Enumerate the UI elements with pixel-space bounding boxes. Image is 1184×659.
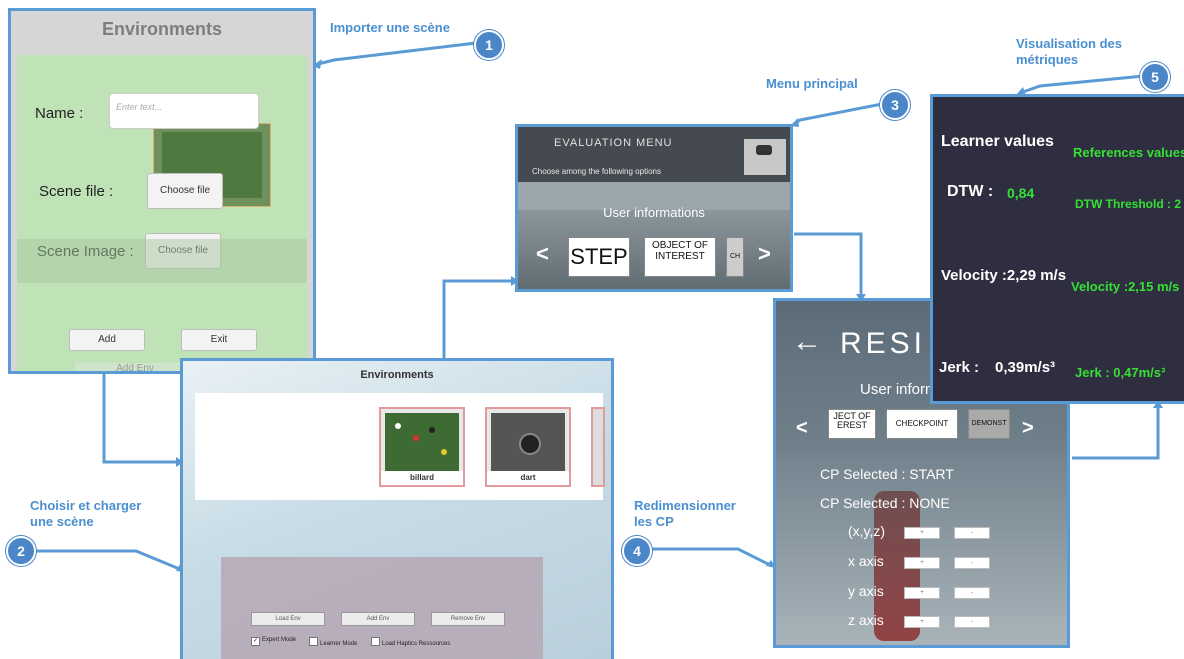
jerk-reference: Jerk : 0,47m/s³ bbox=[1075, 365, 1166, 380]
cp-selected-none: CP Selected : NONE bbox=[820, 495, 950, 511]
resize-next-arrow[interactable]: > bbox=[1022, 417, 1034, 439]
import-form: Name : Enter text... Scene file : Choose… bbox=[17, 55, 307, 371]
menu-backdrop bbox=[518, 182, 790, 210]
resize-tile-checkpoint[interactable]: CHECKPOINT bbox=[886, 409, 958, 439]
z-axis-minus-button[interactable]: - bbox=[954, 616, 990, 628]
callout-5-badge: 5 bbox=[1140, 62, 1170, 92]
callout-4-label-line2: les CP bbox=[634, 514, 674, 529]
metrics-panel: Learner values References values DTW : 0… bbox=[930, 94, 1184, 404]
velocity-reference: Velocity :2,15 m/s bbox=[1071, 279, 1180, 294]
choose-scene-file-button[interactable]: Choose file bbox=[147, 173, 223, 209]
user-informations-label: User inform bbox=[860, 381, 938, 398]
jerk-learner-label: Jerk : bbox=[939, 359, 980, 376]
dtw-value: 0,84 bbox=[1007, 185, 1035, 201]
add-env-button[interactable]: Add Env bbox=[75, 363, 195, 371]
callout-3-label: Menu principal bbox=[766, 76, 858, 91]
evaluation-menu-subtitle: Choose among the following options bbox=[532, 167, 661, 176]
controls-box bbox=[221, 557, 543, 659]
menu-tile-object-of-interest[interactable]: OBJECT OF INTEREST bbox=[644, 237, 716, 277]
callout-2-label-line2: une scène bbox=[30, 514, 94, 529]
x-axis-plus-button[interactable]: + bbox=[904, 557, 940, 569]
learner-values-header: Learner values bbox=[941, 133, 1054, 150]
remove-env-button[interactable]: Remove Env bbox=[431, 612, 505, 626]
menu-tile-partial[interactable]: CH bbox=[726, 237, 744, 277]
dtw-threshold: DTW Threshold : 2 bbox=[1075, 197, 1181, 211]
ball-icon bbox=[395, 423, 401, 429]
velocity-learner: Velocity :2,29 m/s bbox=[941, 267, 1067, 284]
expert-mode-checkbox[interactable]: ✓Expert Mode bbox=[251, 637, 297, 646]
y-axis-row-label: y axis bbox=[848, 583, 884, 599]
resize-prev-arrow[interactable]: < bbox=[796, 417, 808, 439]
name-input[interactable]: Enter text... bbox=[109, 93, 259, 129]
callout-2-badge: 2 bbox=[6, 536, 36, 566]
menu-prev-arrow[interactable]: < bbox=[536, 241, 549, 266]
import-scene-panel: Environments Name : Enter text... Scene … bbox=[8, 8, 316, 374]
environment-carousel: billard dart bbox=[195, 393, 605, 500]
expert-mode-label: Expert Mode bbox=[262, 637, 297, 643]
callout-4-badge: 4 bbox=[622, 536, 652, 566]
z-axis-row-label: z axis bbox=[848, 612, 884, 628]
callout-2-label-line1: Choisir et charger bbox=[30, 498, 142, 513]
environment-card-label: dart bbox=[487, 471, 569, 485]
callout-5-label-line2: métriques bbox=[1016, 52, 1079, 67]
form-overlay-band bbox=[17, 239, 307, 283]
dart-image bbox=[491, 413, 565, 471]
y-axis-minus-button[interactable]: - bbox=[954, 587, 990, 599]
ball-icon bbox=[413, 435, 419, 441]
environment-card-billard[interactable]: billard bbox=[379, 407, 465, 487]
load-env-button[interactable]: Load Env bbox=[251, 612, 325, 626]
name-label: Name : bbox=[35, 105, 84, 122]
x-axis-minus-button[interactable]: - bbox=[954, 557, 990, 569]
cp-selected-start: CP Selected : START bbox=[820, 466, 954, 482]
callout-4-label-line1: Redimensionner bbox=[634, 498, 736, 513]
dtw-label: DTW : bbox=[947, 183, 994, 200]
billiard-table-image bbox=[385, 413, 459, 471]
import-panel-title: Environments bbox=[101, 19, 223, 39]
menu-tile-step[interactable]: STEP bbox=[568, 237, 630, 277]
xyz-plus-button[interactable]: + bbox=[904, 527, 940, 539]
learner-mode-checkbox[interactable]: Learner Mode bbox=[309, 637, 357, 647]
add-env-button[interactable]: Add Env bbox=[341, 612, 415, 626]
back-arrow-icon[interactable]: ← bbox=[792, 325, 822, 358]
y-axis-plus-button[interactable]: + bbox=[904, 587, 940, 599]
xyz-minus-button[interactable]: - bbox=[954, 527, 990, 539]
callout-1-badge: 1 bbox=[474, 30, 504, 60]
resize-title: RESI bbox=[840, 327, 927, 360]
dartboard-icon bbox=[519, 433, 541, 455]
add-button[interactable]: Add bbox=[69, 329, 145, 351]
jerk-learner-value: 0,39m/s³ bbox=[995, 359, 1056, 376]
load-scene-panel: Environments billard dart Load Env Add E… bbox=[180, 358, 614, 659]
callout-3-badge: 3 bbox=[880, 90, 910, 120]
vr-headset-icon bbox=[756, 145, 772, 155]
vr-user-avatar bbox=[744, 139, 786, 175]
evaluation-menu-title: EVALUATION MENU bbox=[554, 137, 673, 149]
environment-card-label: billard bbox=[381, 471, 463, 485]
load-haptics-label: Load Haptics Ressources bbox=[382, 641, 451, 647]
exit-button[interactable]: Exit bbox=[181, 329, 257, 351]
main-menu-panel: EVALUATION MENU Choose among the followi… bbox=[515, 124, 793, 292]
z-axis-plus-button[interactable]: + bbox=[904, 616, 940, 628]
load-haptics-checkbox[interactable]: Load Haptics Ressources bbox=[371, 637, 450, 647]
scene-file-label: Scene file : bbox=[39, 183, 114, 200]
environment-card-dart[interactable]: dart bbox=[485, 407, 571, 487]
resize-tile-demonstration[interactable]: DEMONST bbox=[968, 409, 1010, 439]
menu-next-arrow[interactable]: > bbox=[758, 241, 771, 266]
x-axis-row-label: x axis bbox=[848, 553, 884, 569]
xyz-row-label: (x,y,z) bbox=[848, 523, 886, 539]
ball-icon bbox=[429, 427, 435, 433]
user-informations-label: User informations bbox=[603, 205, 705, 220]
ball-icon bbox=[441, 449, 447, 455]
environment-card-partial[interactable] bbox=[591, 407, 605, 487]
resize-tile-object-of-interest[interactable]: JECT OF EREST bbox=[828, 409, 876, 439]
load-panel-title: Environments bbox=[360, 369, 434, 381]
callout-5-label-line1: Visualisation des bbox=[1016, 36, 1122, 51]
reference-values-header: References values bbox=[1073, 145, 1184, 160]
learner-mode-label: Learner Mode bbox=[320, 641, 358, 647]
callout-1-label: Importer une scène bbox=[330, 20, 450, 35]
